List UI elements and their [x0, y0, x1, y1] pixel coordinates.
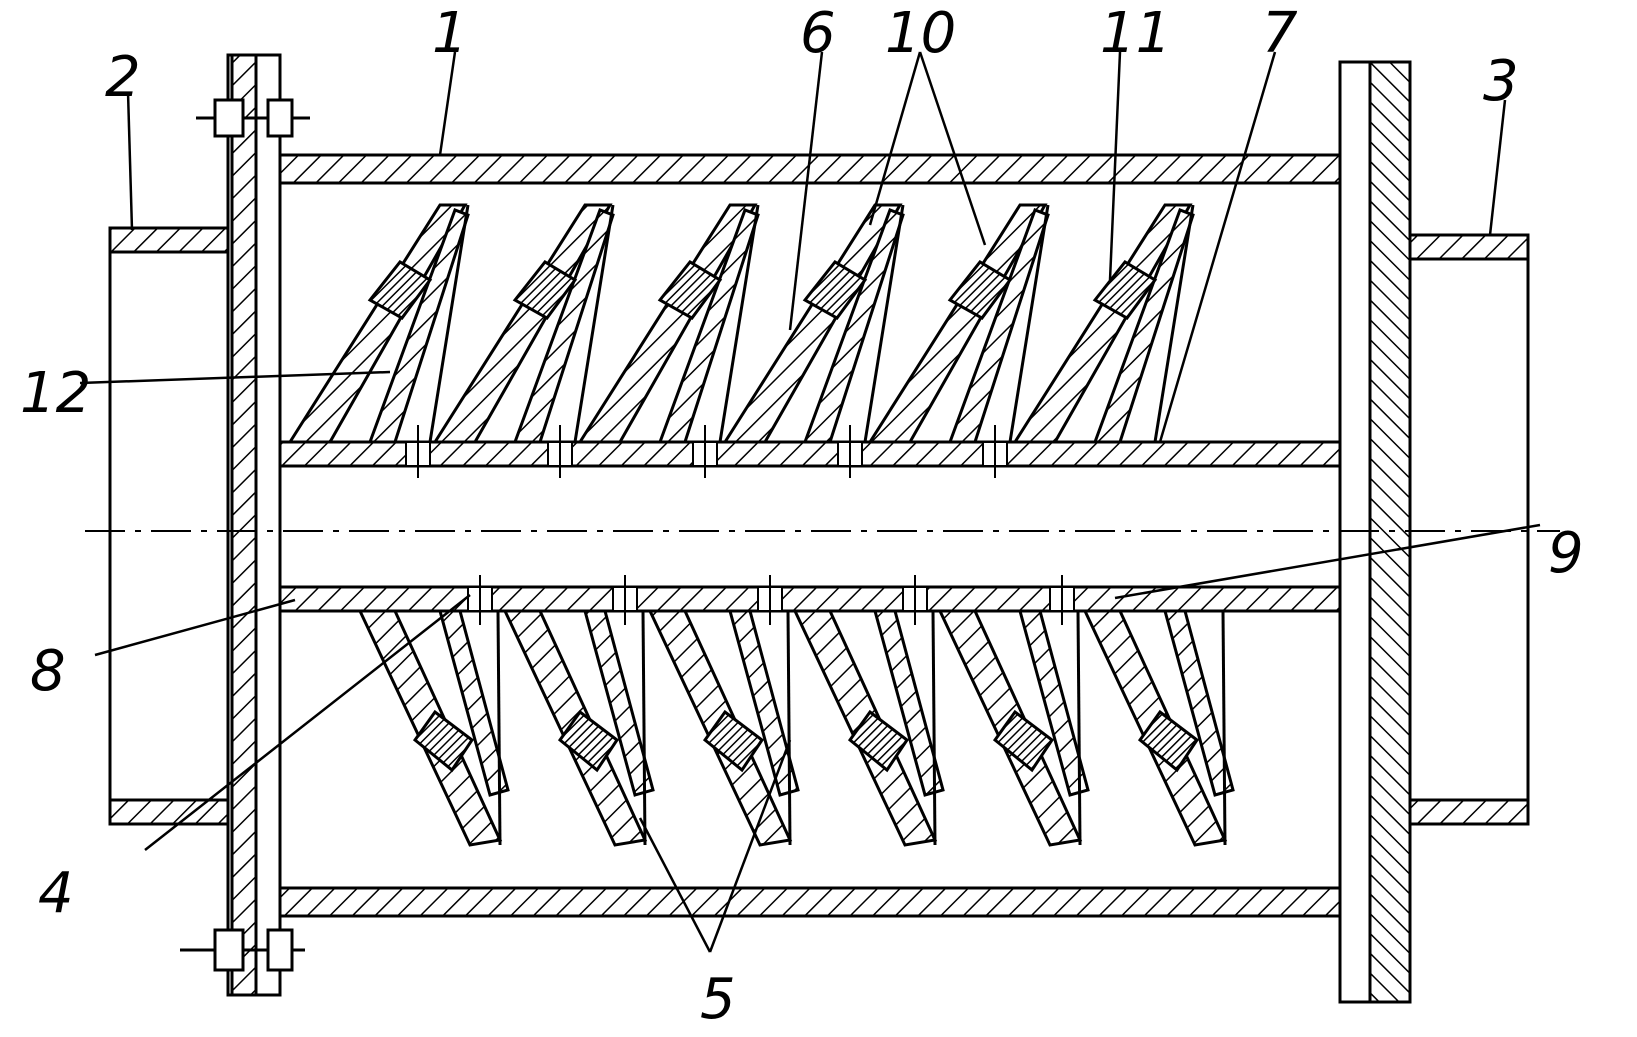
- lower-blade: [505, 611, 653, 845]
- label-7: 7: [1262, 1, 1298, 66]
- left-flange: [228, 55, 280, 995]
- label-6: 6: [800, 1, 836, 66]
- upper-blade: [290, 205, 468, 442]
- leader-3: [1490, 100, 1505, 235]
- leader-lines: [80, 52, 1540, 952]
- bolt-bottom: [180, 930, 305, 970]
- lower-blades: [360, 611, 1233, 845]
- lower-blade: [650, 611, 798, 845]
- label-1: 1: [432, 1, 468, 66]
- shaft-pin-bottom: [758, 575, 782, 625]
- shaft-pin-top: [838, 425, 862, 478]
- shaft-pin-top: [548, 425, 572, 478]
- shaft-pin-bottom: [468, 575, 492, 625]
- label-3: 3: [1483, 49, 1519, 114]
- label-12: 12: [20, 361, 91, 426]
- shaft-pin-bottom: [613, 575, 637, 625]
- leader-10b: [920, 52, 985, 245]
- shaft-pin-top: [983, 425, 1007, 478]
- leader-5a: [640, 818, 710, 952]
- leader-1: [440, 52, 455, 155]
- shaft-pin-bottom: [903, 575, 927, 625]
- label-4: 4: [38, 861, 74, 926]
- shaft-pin-bottom: [1050, 575, 1074, 625]
- lower-blade: [795, 611, 943, 845]
- label-5: 5: [700, 967, 736, 1032]
- inlet-pipe: [110, 228, 238, 824]
- lower-blade: [1085, 611, 1233, 845]
- label-2: 2: [105, 45, 141, 110]
- upper-blades: [290, 205, 1193, 442]
- label-8: 8: [30, 639, 66, 704]
- label-9: 9: [1548, 521, 1584, 586]
- lower-blade: [360, 611, 508, 845]
- label-11: 11: [1100, 1, 1171, 66]
- leader-2: [128, 92, 132, 230]
- label-10: 10: [885, 1, 956, 66]
- leader-10a: [870, 52, 920, 225]
- shaft-pin-top: [406, 425, 430, 478]
- lower-blade: [940, 611, 1088, 845]
- shaft-pin-top: [693, 425, 717, 478]
